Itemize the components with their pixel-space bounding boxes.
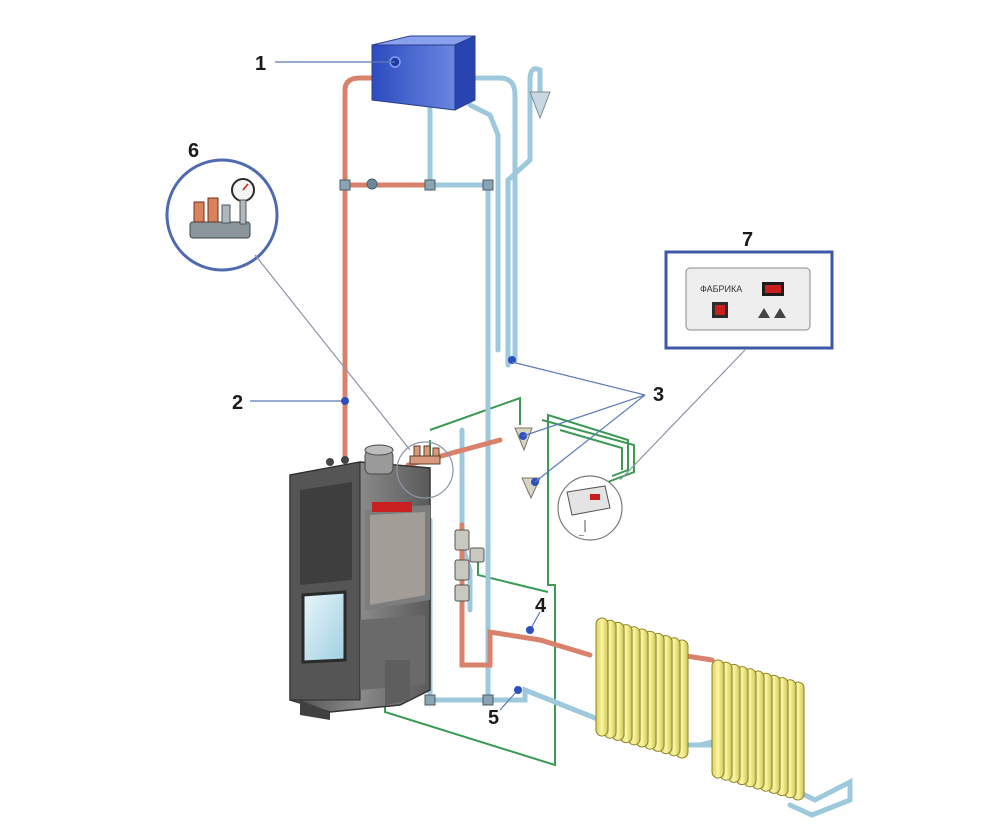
callout-6-magnifier [165, 158, 454, 499]
callout-2-label: 2 [232, 392, 243, 414]
callout-numbers: 1 2 3 4 5 6 7 [188, 53, 753, 729]
callout-5-label: 5 [488, 707, 499, 729]
expansion-tank-icon [371, 35, 476, 111]
pump-icon [454, 529, 485, 602]
stove-boiler-icon [289, 444, 431, 720]
safety-group-icon [409, 445, 441, 465]
air-vent-icon [508, 91, 551, 500]
hot-supply-pipes [342, 75, 715, 668]
pipe-fittings [339, 178, 494, 706]
panel-brand-label: ФАБРИКА [700, 284, 742, 294]
callout-6-label: 6 [188, 140, 199, 162]
callout-4-label: 4 [535, 595, 547, 617]
callout-dots [341, 397, 534, 694]
callout-7-label: 7 [742, 229, 753, 251]
controller-icon: ~ [557, 475, 623, 541]
callout-7-control-panel: ФАБРИКА [619, 250, 834, 481]
svg-text:~: ~ [578, 531, 585, 540]
radiator-icon [595, 617, 805, 801]
callout-3-label: 3 [653, 384, 664, 406]
callout-1-label: 1 [255, 53, 266, 75]
radiator-fin [711, 659, 725, 779]
radiator-fin [595, 617, 609, 737]
callout-leaders [250, 61, 646, 711]
